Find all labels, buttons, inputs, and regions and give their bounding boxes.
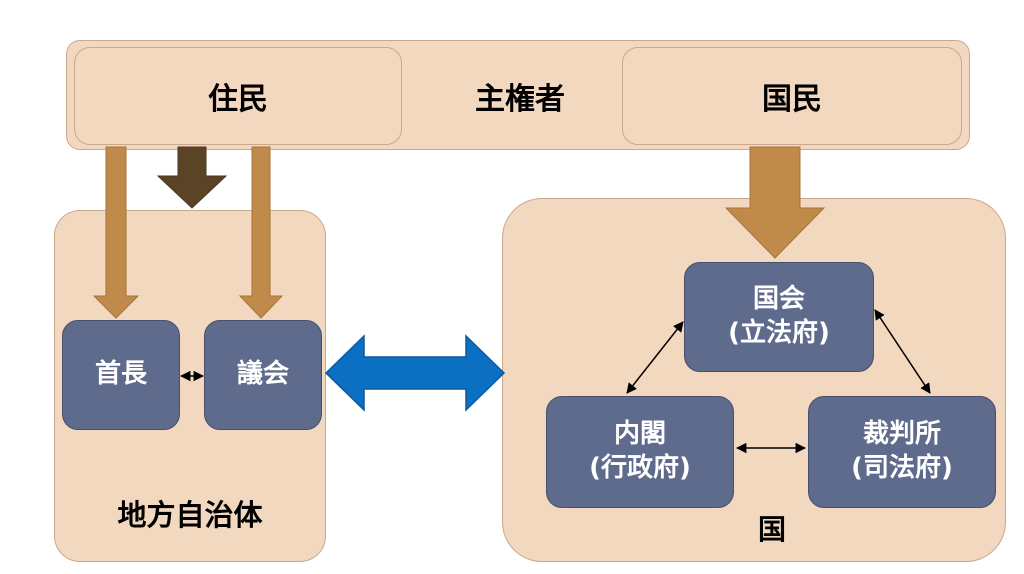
citizens-label: 国民 xyxy=(762,82,822,117)
citizens-box: 国民 xyxy=(622,47,962,145)
local-national-double-arrow xyxy=(324,334,506,412)
national-title: 国 xyxy=(757,513,786,546)
diet-node: 国会 (立法府) xyxy=(684,262,874,372)
cabinet-node: 内閣 (行政府) xyxy=(546,396,734,508)
court-node: 裁判所 (司法府) xyxy=(808,396,996,508)
local-government-title: 地方自治体 xyxy=(117,498,263,532)
assembly-node: 議会 xyxy=(204,320,322,430)
mayor-node: 首長 xyxy=(62,320,180,430)
residents-dark-arrow xyxy=(156,146,228,209)
residents-box: 住民 xyxy=(74,47,402,145)
residents-label: 住民 xyxy=(208,82,268,117)
sovereign-label: 主権者 xyxy=(475,82,565,117)
